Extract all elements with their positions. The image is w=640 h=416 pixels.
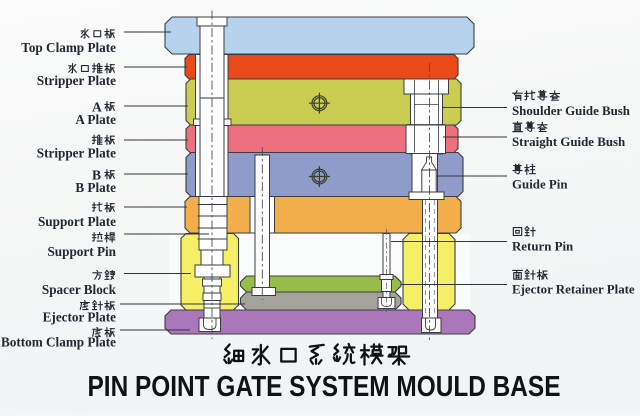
svg-text:Support Plate: Support Plate (38, 214, 116, 229)
svg-text:Shoulder Guide Bush: Shoulder Guide Bush (512, 104, 630, 118)
svg-text:Top Clamp Plate: Top Clamp Plate (21, 40, 116, 55)
svg-text:Ejector Retainer Plate: Ejector Retainer Plate (512, 283, 635, 297)
svg-text:Guide Pin: Guide Pin (512, 178, 568, 192)
svg-text:Support Pin: Support Pin (47, 244, 116, 259)
svg-text:B Plate: B Plate (75, 180, 116, 195)
svg-text:Stripper Plate: Stripper Plate (37, 73, 116, 88)
svg-text:PIN POINT GATE SYSTEM MOULD BA: PIN POINT GATE SYSTEM MOULD BASE (88, 371, 561, 403)
svg-text:A Plate: A Plate (75, 112, 116, 127)
svg-text:Ejector Plate: Ejector Plate (43, 310, 116, 325)
svg-text:A: A (92, 100, 102, 115)
svg-text:Bottom Clamp Plate: Bottom Clamp Plate (1, 335, 116, 350)
svg-text:Stripper Plate: Stripper Plate (37, 146, 116, 161)
svg-text:Spacer Block: Spacer Block (42, 282, 117, 297)
svg-text:Straight Guide Bush: Straight Guide Bush (512, 135, 625, 149)
svg-text:B: B (92, 168, 101, 183)
svg-text:Return Pin: Return Pin (512, 240, 573, 254)
